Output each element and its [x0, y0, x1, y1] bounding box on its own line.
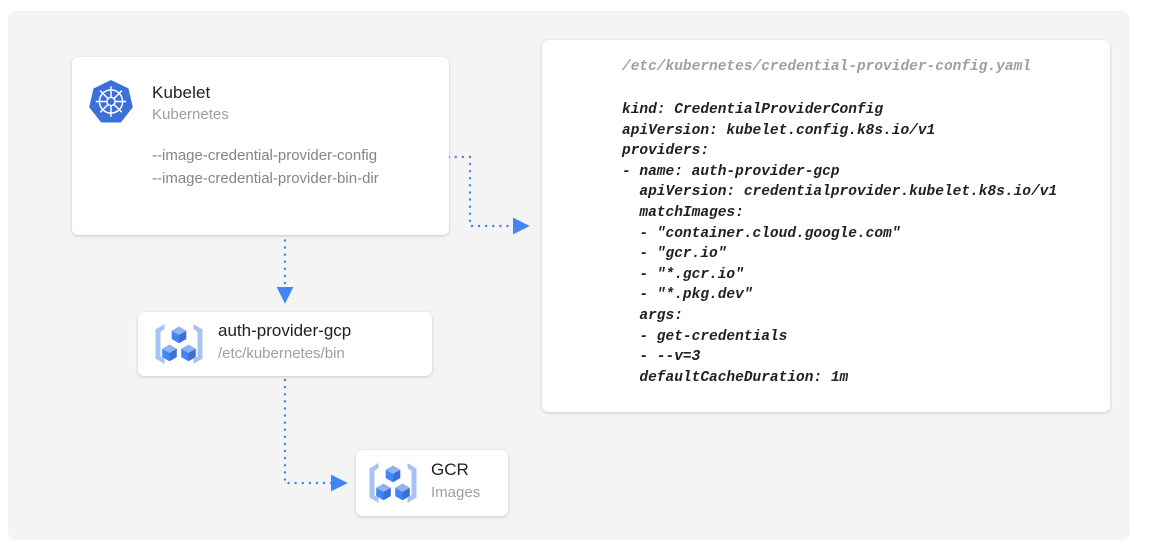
- yaml-code-block: kind: CredentialProviderConfig apiVersio…: [622, 102, 1058, 386]
- auth-provider-gcp-card[interactable]: auth-provider-gcp /etc/kubernetes/bin: [138, 312, 432, 376]
- gcr-card-subtitle: Images: [431, 484, 481, 501]
- gcp-container-registry-icon: [369, 463, 417, 503]
- kubelet-card-title: Kubelet: [152, 83, 211, 102]
- gcr-card[interactable]: GCR Images: [356, 450, 508, 516]
- auth-provider-gcp-subtitle: /etc/kubernetes/bin: [218, 345, 345, 362]
- auth-provider-gcp-title: auth-provider-gcp: [218, 321, 352, 340]
- credential-provider-config-panel[interactable]: /etc/kubernetes/credential-provider-conf…: [542, 40, 1110, 412]
- kubelet-card[interactable]: Kubelet Kubernetes --image-credential-pr…: [72, 57, 449, 235]
- kubelet-flag-image-credential-provider-bin-dir: --image-credential-provider-bin-dir: [152, 170, 379, 187]
- kubelet-card-subtitle: Kubernetes: [152, 106, 229, 123]
- yaml-filename-label: /etc/kubernetes/credential-provider-conf…: [622, 59, 1031, 75]
- gcp-container-registry-icon: [155, 324, 203, 364]
- kubelet-flag-image-credential-provider-config: --image-credential-provider-config: [152, 147, 378, 164]
- gcr-card-title: GCR: [431, 460, 469, 479]
- kubernetes-helm-icon: [89, 80, 133, 123]
